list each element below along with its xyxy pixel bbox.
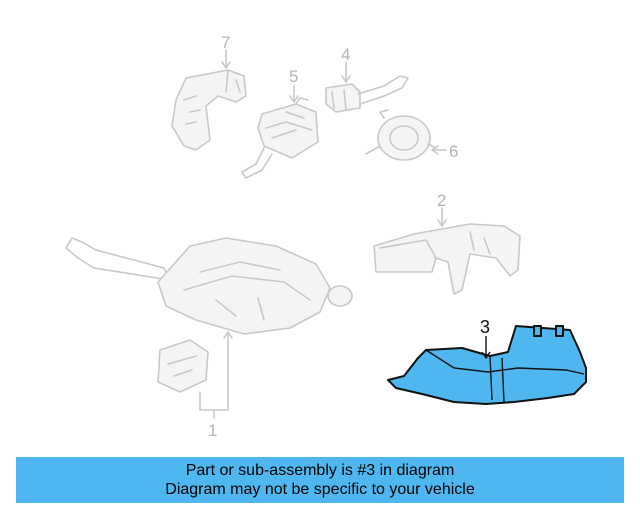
callout-3-label: 3 xyxy=(480,317,490,337)
callout-5-label: 5 xyxy=(289,67,298,86)
part-1-steering-column[interactable] xyxy=(65,237,353,393)
callout-6-label: 6 xyxy=(449,142,458,161)
info-banner: Part or sub-assembly is #3 in diagram Di… xyxy=(16,457,624,503)
callout-1-label: 1 xyxy=(208,421,217,440)
part-4-stalk-switch[interactable] xyxy=(325,75,409,113)
part-7-bracket[interactable] xyxy=(171,69,247,151)
callout-4-label: 4 xyxy=(341,45,350,64)
part-5-switch[interactable] xyxy=(241,97,319,179)
banner-line-2: Diagram may not be specific to your vehi… xyxy=(165,481,475,498)
callout-2-label: 2 xyxy=(437,191,446,210)
callout-6: 6 xyxy=(431,142,458,161)
part-6-clock-spring[interactable] xyxy=(365,109,437,161)
banner-line-1: Part or sub-assembly is #3 in diagram xyxy=(185,462,455,479)
part-3-lower-shroud[interactable] xyxy=(387,325,587,405)
callout-4: 4 xyxy=(341,45,351,83)
callout-5: 5 xyxy=(289,67,299,103)
callout-3: 3 xyxy=(480,317,491,360)
callout-7-label: 7 xyxy=(221,33,230,52)
callout-2: 2 xyxy=(437,191,447,227)
part-2-upper-shroud[interactable] xyxy=(373,223,521,295)
parts-diagram: 7 5 4 6 2 xyxy=(65,33,587,440)
callout-7: 7 xyxy=(221,33,231,69)
callout-1: 1 xyxy=(199,331,233,440)
